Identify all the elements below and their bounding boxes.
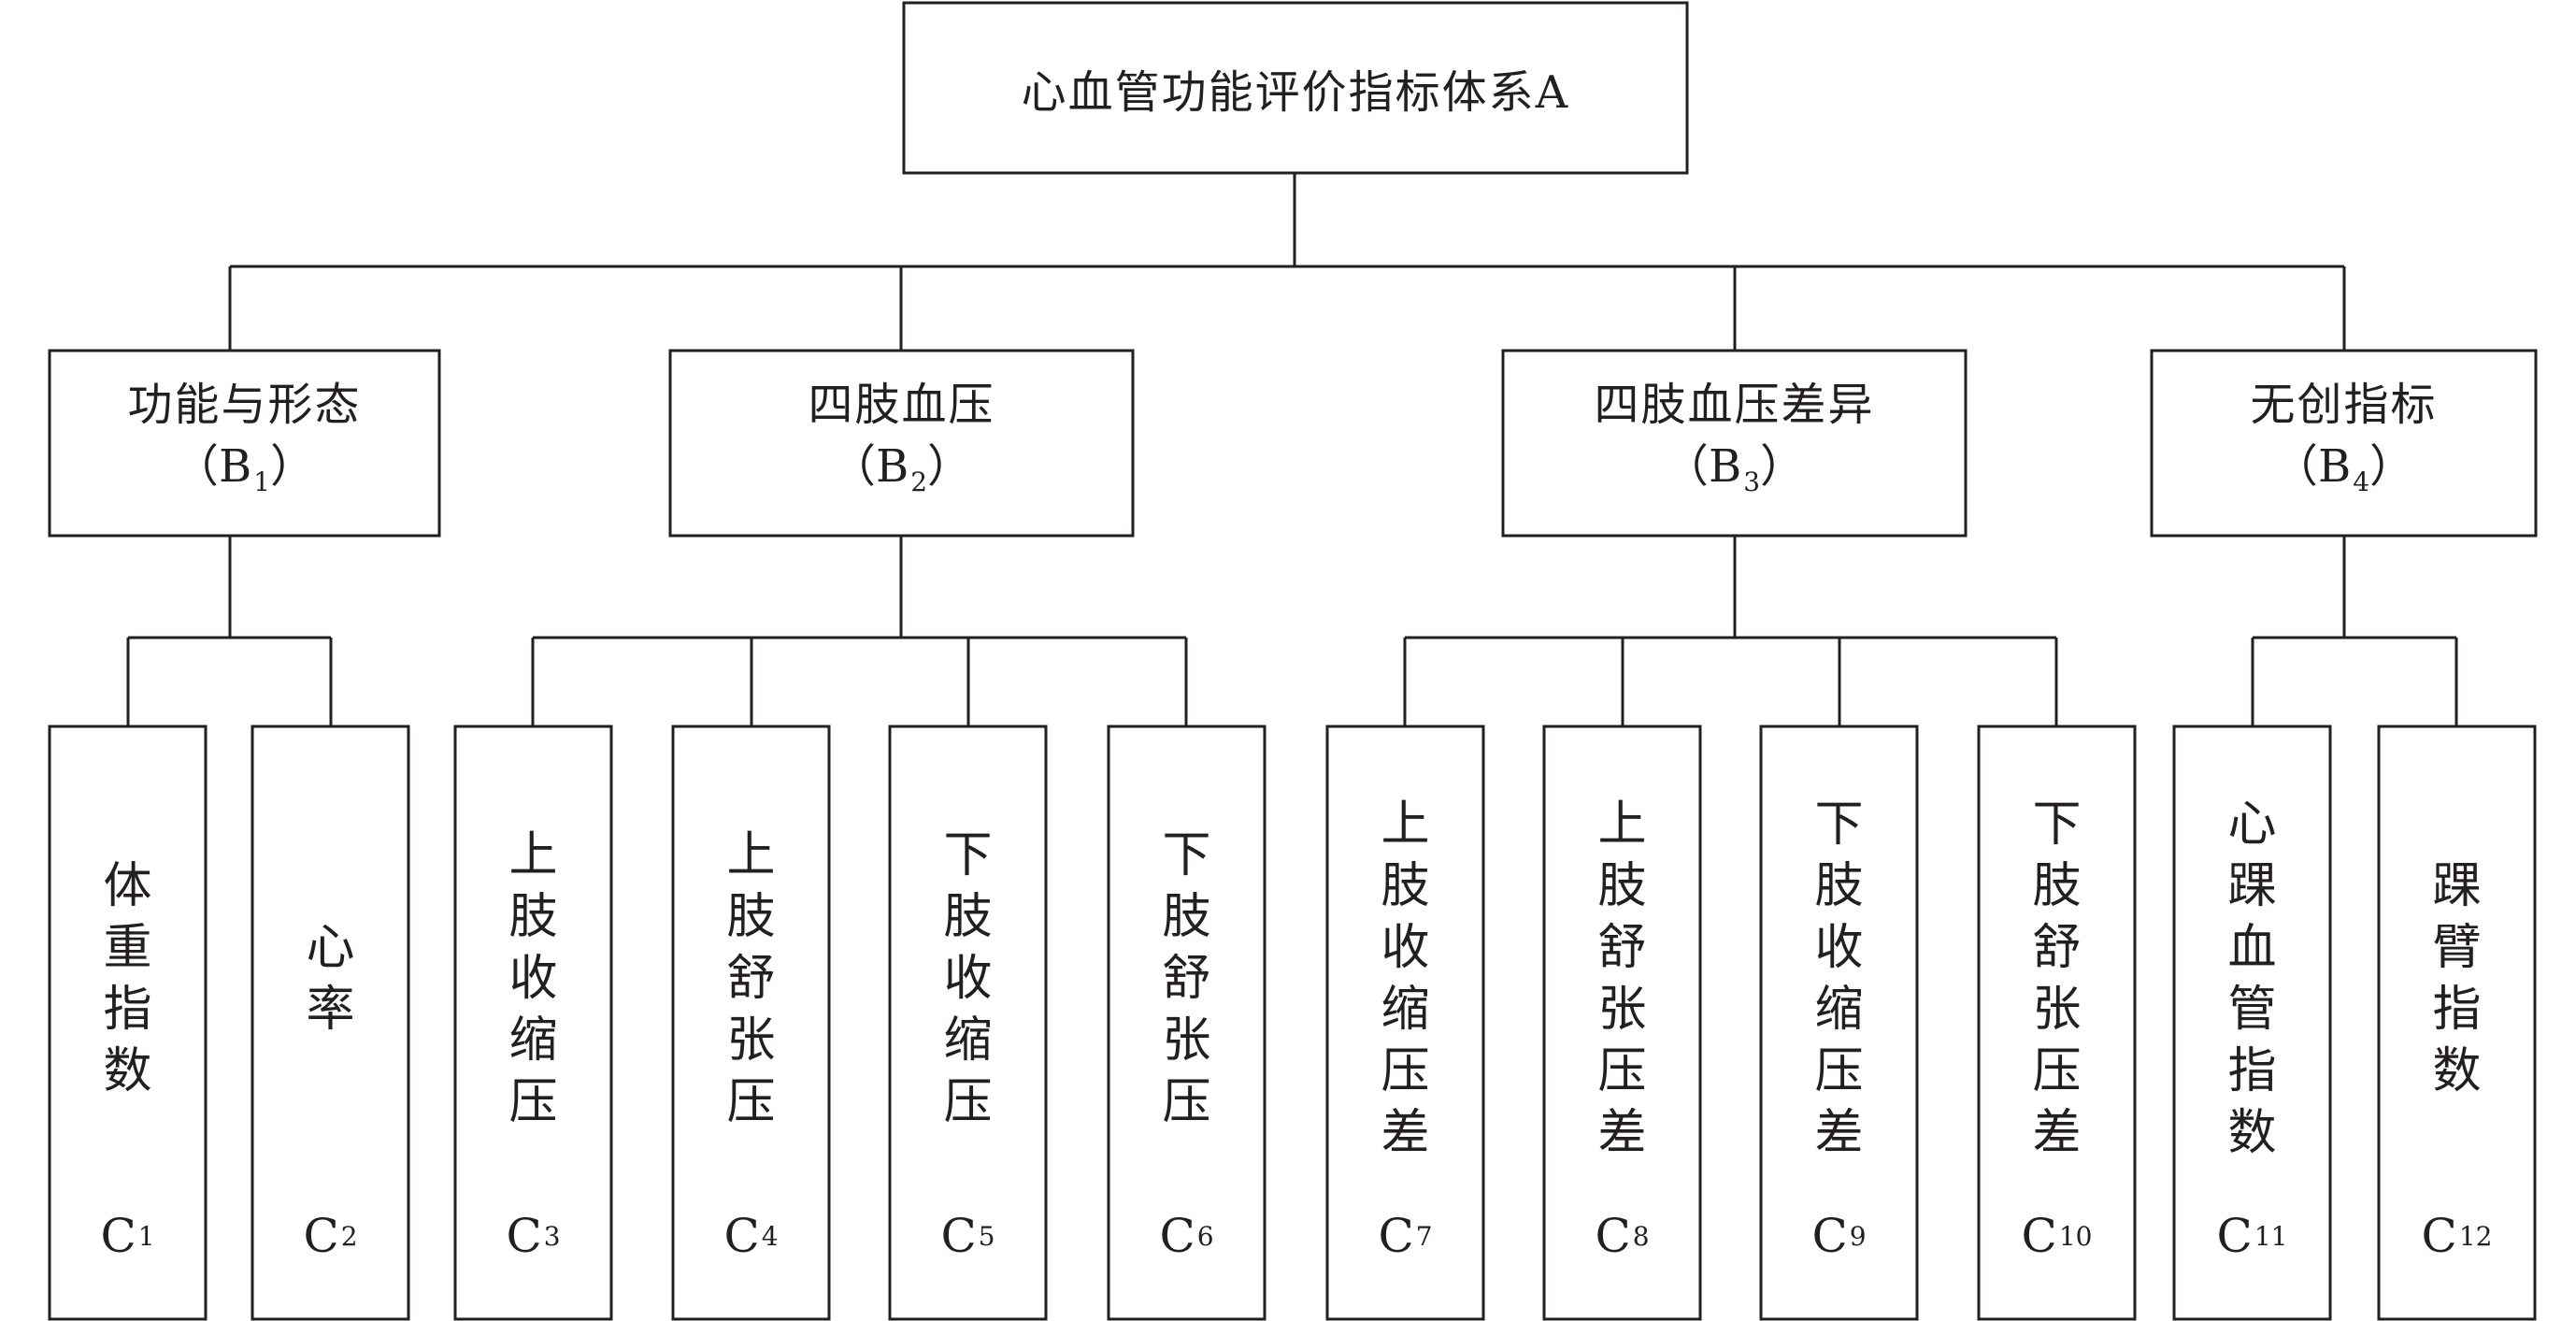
indicator-box-c9 [1759,725,1919,1321]
indicator-name: 上肢收缩压差 [1381,797,1430,1161]
category-box-b2 [668,349,1135,538]
category-name: 功能与形态 [127,378,362,431]
indicator-box-c7 [1325,725,1485,1321]
indicator-name: 上肢舒张压 [726,827,776,1130]
indicator-box-c8 [1542,725,1702,1321]
root-box [902,1,1689,175]
indicator-box-c10 [1977,725,2137,1321]
indicator-box-c11 [2172,725,2332,1321]
category-box-b1 [48,349,441,538]
category-code: （B4） [2272,439,2415,497]
indicator-box-c5 [888,725,1048,1321]
indicator-name: 上肢收缩压 [508,827,558,1130]
indicator-name: 心踝血管指数 [2227,797,2277,1161]
category-box-b3 [1501,349,1968,538]
category-box-b4 [2150,349,2538,538]
indicator-box-c6 [1107,725,1267,1321]
category-code: （B1） [173,439,316,497]
root-label: 心血管功能评价指标体系A [1021,66,1570,119]
indicator-name: 体重指数 [103,858,152,1099]
root-node: 心血管功能评价指标体系A [904,3,1687,173]
category-code: （B3） [1663,439,1806,497]
category-name: 无创指标 [2250,378,2438,431]
indicator-box-c12 [2377,725,2537,1321]
indicator-name: 心率 [306,920,355,1038]
category-name: 四肢血压差异 [1594,378,1875,431]
category-node-b4: 无创指标 （B4） [2152,351,2536,536]
indicator-name: 下肢收缩压 [943,827,993,1130]
category-code: （B2） [830,439,973,497]
indicator-box-c4 [671,725,831,1321]
indicator-name: 上肢舒张压差 [1597,797,1647,1161]
category-node-b2: 四肢血压 （B2） [670,351,1133,536]
category-node-b1: 功能与形态 （B1） [50,351,439,536]
indicator-name: 下肢舒张压 [1162,827,1211,1130]
indicator-name: 下肢收缩压差 [1814,797,1864,1161]
indicator-box-c2 [250,725,410,1321]
indicator-box-c3 [453,725,613,1321]
indicator-name: 踝臂指数 [2432,858,2482,1099]
indicator-box-c1 [48,725,208,1321]
category-node-b3: 四肢血压差异 （B3） [1503,351,1966,536]
indicator-name: 下肢舒张压差 [2032,797,2082,1161]
category-name: 四肢血压 [808,378,995,431]
